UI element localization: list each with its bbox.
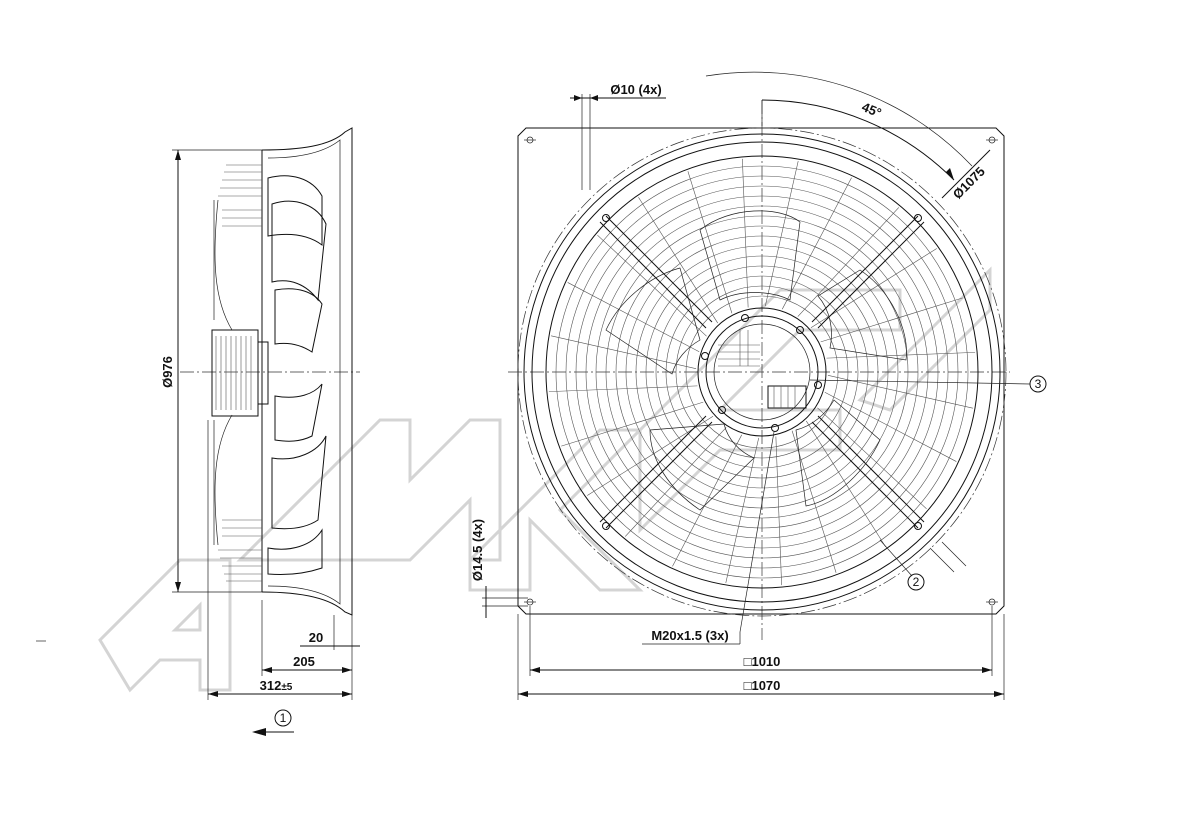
guard-spoke bbox=[687, 171, 733, 314]
guard-spoke bbox=[765, 161, 799, 307]
guard-spoke bbox=[826, 352, 976, 359]
dim-205-label: 205 bbox=[293, 654, 315, 669]
arrow-head bbox=[530, 667, 540, 673]
arrow-head bbox=[518, 691, 528, 697]
bolt-circle-label: Ø1075 bbox=[950, 164, 988, 202]
guard-spoke bbox=[797, 207, 900, 317]
guard-spoke bbox=[775, 436, 782, 586]
nozzle-inner bbox=[267, 139, 341, 605]
arrow-head bbox=[342, 691, 352, 697]
side-blades bbox=[267, 175, 327, 575]
guard-spoke bbox=[624, 427, 727, 537]
hole-dia-label: Ø10 (4x) bbox=[610, 82, 661, 97]
watermark-logo bbox=[98, 266, 992, 693]
side-grille bbox=[213, 164, 262, 582]
guard-struts bbox=[599, 214, 925, 530]
guard-ring-outer bbox=[545, 155, 979, 589]
mounting-plate bbox=[517, 127, 1005, 615]
nozzle-ring-inner bbox=[531, 141, 993, 603]
guard-spoke bbox=[742, 158, 749, 308]
dim-312-value: 312 bbox=[260, 678, 282, 693]
guard-spoke bbox=[638, 197, 718, 324]
angle-arc bbox=[761, 99, 955, 181]
guard-spokes bbox=[548, 158, 976, 586]
dim-312-label: 312±5 bbox=[260, 678, 293, 693]
guard-spoke bbox=[551, 335, 697, 369]
arrow-head bbox=[342, 667, 352, 673]
arrow-head bbox=[262, 667, 272, 673]
angle-outer-arc bbox=[705, 71, 973, 167]
guard-spoke bbox=[567, 282, 700, 353]
callout-3-leader bbox=[809, 379, 1031, 385]
thread-label: M20x1.5 (3x) bbox=[651, 628, 728, 643]
callout-2-label: 2 bbox=[913, 575, 920, 589]
dim-20-label: 20 bbox=[309, 630, 323, 645]
motor-hub bbox=[697, 307, 827, 437]
dim-1070-label: □1070 bbox=[744, 678, 781, 693]
callout-2-ext bbox=[941, 541, 967, 567]
guard-spoke bbox=[548, 385, 698, 392]
slot-label: Ø14.5 (4x) bbox=[470, 519, 485, 581]
bolt-circle bbox=[517, 127, 1007, 617]
arrow-head bbox=[175, 582, 181, 592]
front-view: Ø10 (4x) 45° Ø1075 3 2 Ø14.5 (4x) M20x1.… bbox=[470, 71, 1047, 700]
side-view: Ø976 bbox=[36, 127, 360, 736]
arrow-head bbox=[982, 667, 992, 673]
nozzle-flare bbox=[261, 127, 353, 616]
corner-holes bbox=[524, 136, 998, 606]
arrow-head bbox=[946, 168, 954, 180]
arrow-head bbox=[574, 95, 582, 101]
guard-spoke bbox=[561, 401, 704, 447]
guard-rings bbox=[555, 165, 969, 579]
guard-spoke bbox=[820, 297, 963, 343]
side-motor bbox=[211, 329, 269, 417]
callout-2-ext bbox=[929, 547, 955, 573]
nozzle-ring-outer bbox=[523, 133, 1001, 611]
callout-3-label: 3 bbox=[1035, 377, 1042, 391]
airflow-arrow-head bbox=[252, 728, 266, 736]
arrow-head bbox=[208, 691, 218, 697]
guard-spoke bbox=[827, 375, 973, 409]
arrow-head bbox=[175, 150, 181, 160]
guard-spoke bbox=[781, 177, 852, 310]
guard-spoke bbox=[824, 391, 957, 462]
callout-1-circle bbox=[274, 709, 292, 727]
dia-976-label: Ø976 bbox=[160, 356, 175, 388]
callout-2-circle bbox=[907, 573, 925, 591]
callout-1-label: 1 bbox=[280, 711, 287, 725]
callout-3-circle bbox=[1029, 375, 1047, 393]
guard-spoke bbox=[725, 437, 759, 583]
guard-spoke bbox=[817, 407, 927, 510]
guard-spoke bbox=[806, 420, 886, 547]
dim-1010-label: □1010 bbox=[744, 654, 781, 669]
impeller-blades bbox=[605, 210, 907, 511]
angle-label: 45° bbox=[860, 99, 884, 120]
arrow-head bbox=[994, 691, 1004, 697]
thread-leader bbox=[739, 431, 775, 633]
guard-spoke bbox=[672, 434, 743, 567]
guard-spoke bbox=[597, 234, 707, 337]
callout-2-leader bbox=[879, 539, 913, 577]
dim-312-tolerance: ±5 bbox=[281, 682, 292, 693]
arrow-head bbox=[590, 95, 598, 101]
bolt-circle-leader bbox=[941, 149, 991, 199]
